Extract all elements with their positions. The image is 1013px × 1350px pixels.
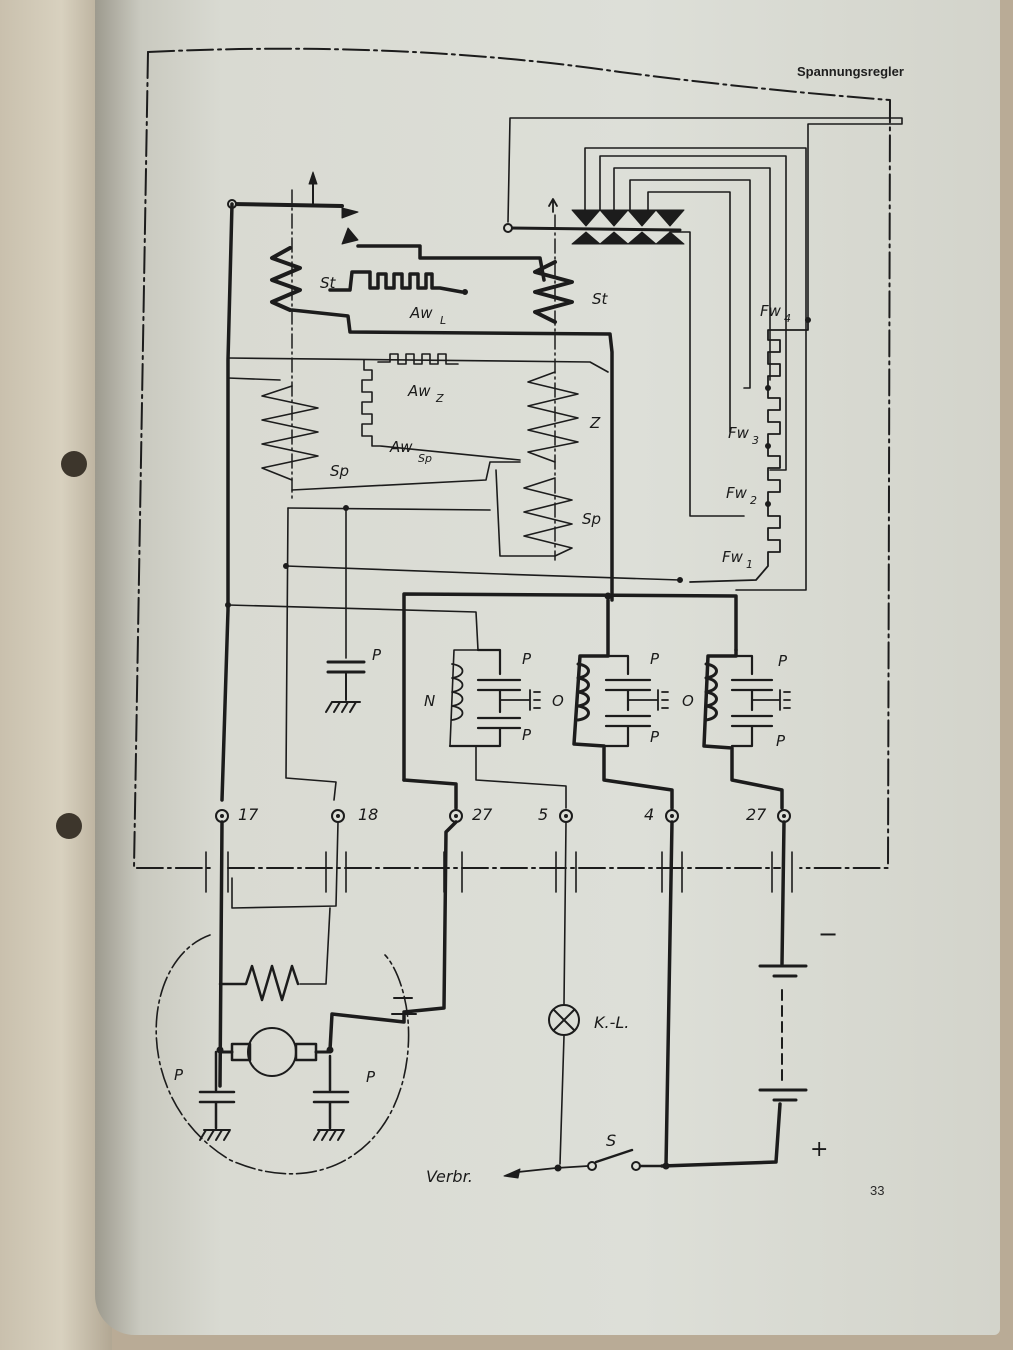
label-aw-z: Aw (407, 382, 431, 400)
label-aw-sp-sub: Sp (418, 452, 432, 465)
label-p-3a: P (778, 652, 788, 670)
label-p-1b: P (522, 726, 532, 744)
binder-hole-top (61, 451, 87, 477)
terminal-label: 5 (538, 805, 548, 824)
label-switch-s: S (606, 1131, 616, 1150)
label-p-2a: P (650, 650, 660, 668)
label-aw-l: Aw (409, 304, 433, 322)
label-sp-right: Sp (582, 510, 601, 528)
label-aw-l-sub: L (440, 314, 446, 327)
terminal-label: 27 (746, 805, 767, 824)
label-fw3: Fw (728, 424, 750, 442)
label-fw1: Fw (722, 548, 744, 566)
label-battery-plus: + (810, 1137, 828, 1162)
binder-hole-bottom (56, 813, 82, 839)
facing-page (0, 0, 112, 1350)
label-p-cap-mid: P (372, 646, 382, 664)
label-p-gen-left: P (174, 1066, 184, 1084)
label-aw-z-sub: Z (435, 392, 444, 405)
label-kontrolllampe: K.-L. (594, 1013, 629, 1032)
label-battery-minus: − (818, 920, 838, 948)
label-fw1-sub: 1 (746, 558, 753, 571)
label-fw4: Fw (760, 302, 782, 320)
terminal-label: 17 (238, 805, 259, 824)
label-p-3b: P (776, 732, 786, 750)
terminal-label: 4 (644, 805, 654, 824)
label-sp-left: Sp (330, 462, 349, 480)
page-sheet (95, 0, 1000, 1335)
label-z: Z (589, 414, 601, 432)
label-o-coil-2: O (682, 692, 694, 710)
page-number: 33 (870, 1183, 885, 1198)
label-verbraucher: Verbr. (426, 1167, 473, 1186)
label-p-2b: P (650, 728, 660, 746)
label-st-left: St (320, 274, 337, 292)
label-p-gen-right: P (366, 1068, 376, 1086)
terminal-label: 27 (472, 805, 493, 824)
terminal-label: 18 (358, 805, 378, 824)
label-n-coil: N (424, 692, 435, 710)
label-st-right: St (592, 290, 609, 308)
label-p-1a: P (522, 650, 532, 668)
label-fw2: Fw (726, 484, 748, 502)
label-fw2-sub: 2 (750, 494, 757, 507)
label-o-coil-1: O (552, 692, 564, 710)
label-fw3-sub: 3 (752, 434, 759, 447)
label-fw4-sub: 4 (784, 312, 791, 325)
label-aw-sp: Aw (389, 438, 413, 456)
page-header: Spannungsregler (797, 64, 904, 79)
